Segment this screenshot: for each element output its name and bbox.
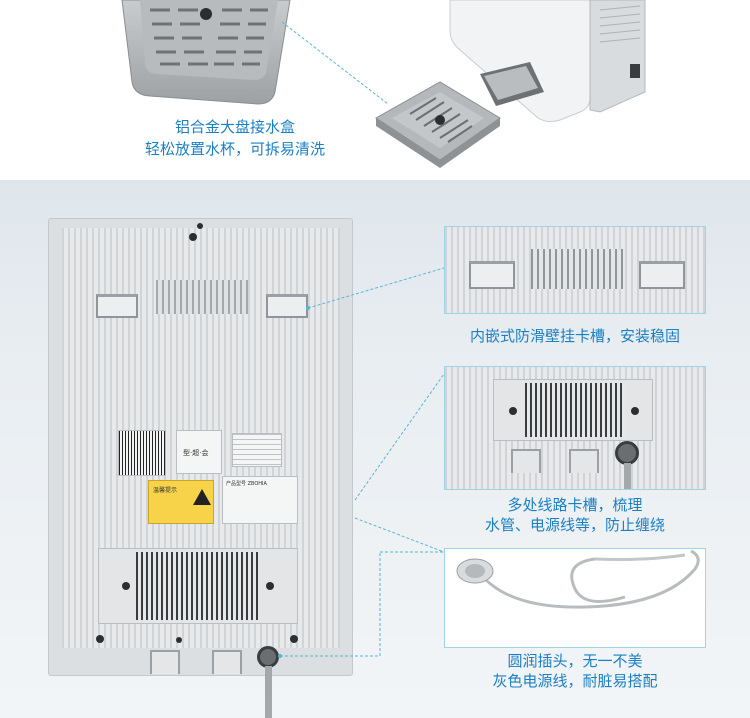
wall-hook-left [96, 294, 138, 318]
panel-screw-upper-mid [189, 233, 197, 241]
brand-label: 型·超·会 [176, 430, 222, 474]
back-panel-section: 型·超·会 温馨提示 产品型号 ZBOHIA [0, 180, 750, 718]
drip-tray-section: 铝合金大盘接水盒 轻松放置水杯，可拆易清洗 [0, 0, 750, 180]
power-plug-cord [456, 549, 700, 609]
plug-caption-2: 灰色电源线，耐脏易搭配 [492, 672, 658, 690]
power-cord [265, 666, 272, 718]
callout-leaders [278, 267, 445, 658]
cable-slot-screw-left [509, 407, 517, 415]
panel-screw-bottom-right [290, 635, 298, 643]
spec-label [232, 433, 282, 467]
warning-sticker: 温馨提示 [148, 480, 214, 524]
upper-vent [156, 280, 248, 314]
vent-screw-right [266, 582, 274, 590]
hook-caption: 内嵌式防滑壁挂卡槽，安装稳固 [469, 327, 680, 345]
drip-tray-leader [281, 21, 389, 105]
cable-slot-screw-right [631, 407, 639, 415]
panel-screw-top [197, 223, 203, 229]
plug-detail-frame [444, 548, 706, 648]
hook-detail-left [469, 261, 515, 289]
serial-sticker [118, 430, 166, 476]
lower-vent [136, 552, 258, 620]
panel-screw-bottom-mid [176, 637, 182, 643]
cable-slot-clip-left [511, 449, 541, 473]
cable-slot-grommet [615, 441, 639, 465]
nameplate-title: 产品型号 ZBOHIA [226, 481, 267, 487]
panel-screw-bottom-left [96, 635, 104, 643]
nameplate: 产品型号 ZBOHIA [222, 476, 298, 524]
hook-detail-frame [444, 226, 706, 314]
cable-slot-caption-2: 水管、电源线等，防止缠绕 [484, 516, 665, 534]
brand-label-text: 型·超·会 [183, 449, 209, 457]
wall-hook-right [266, 294, 308, 318]
drip-tray-caption-1: 铝合金大盘接水盒 [174, 118, 295, 136]
cable-slot-detail-frame [444, 366, 706, 490]
cable-slot-caption-1: 多处线路卡槽，梳理 [507, 496, 643, 514]
drip-tray-closeup [121, 0, 291, 105]
cable-slot-cord [624, 463, 631, 489]
warning-sticker-text: 温馨提示 [153, 487, 178, 494]
drip-tray-caption-2: 轻松放置水杯，可拆易清洗 [144, 140, 325, 158]
plug-caption-1: 圆润插头，无一不美 [507, 652, 643, 670]
cable-clip-left [150, 650, 180, 674]
dispenser-body [449, 0, 646, 123]
cable-clip-right [212, 650, 242, 674]
vent-screw-left [122, 582, 130, 590]
hook-detail-vent [531, 249, 623, 289]
cable-slot-clip-right [569, 449, 599, 473]
hook-detail-right [639, 261, 685, 289]
warning-triangle-icon [193, 489, 211, 505]
cable-slot-vent [525, 383, 625, 437]
drip-tray-small [375, 81, 501, 168]
